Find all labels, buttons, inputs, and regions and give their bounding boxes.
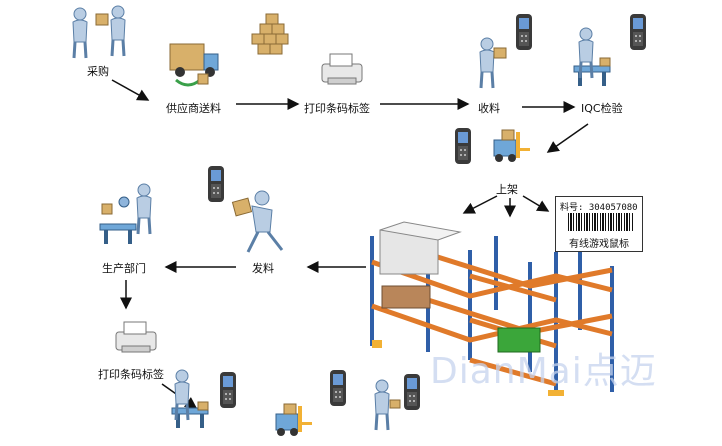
- node-label-supplier-delivery: 供应商送料: [166, 102, 221, 115]
- label-printer-icon: [321, 53, 363, 85]
- node-label-print-barcode-1: 打印条码标签: [304, 102, 370, 115]
- node-label-receiving: 收料: [478, 102, 500, 115]
- production-worker-icon: [99, 182, 153, 245]
- barcode-material-number: 料号: 304057080: [560, 203, 638, 213]
- iqc-inspector-icon: [573, 26, 611, 87]
- assembly-worker-icon: [171, 368, 209, 429]
- issuing-worker-icon: [231, 190, 284, 253]
- forklift-icon: [275, 403, 313, 437]
- scanner-icon: [220, 372, 236, 408]
- arrow-shelving-right: [522, 195, 550, 212]
- label-printer-icon: [115, 321, 157, 353]
- barcode-bars: [568, 213, 634, 231]
- inspector-worker-icon: [373, 378, 401, 432]
- scanner-icon: [404, 374, 420, 410]
- delivery-truck-icon: [169, 43, 219, 87]
- arrow-shelving-left: [462, 195, 498, 214]
- scanner-icon: [330, 370, 346, 406]
- arrow-iqc-shelving: [546, 123, 589, 153]
- watermark: DianMai点迈: [430, 351, 657, 392]
- node-label-iqc: IQC检验: [581, 102, 623, 115]
- stacked-boxes-icon: [251, 13, 289, 55]
- barcode-product-name: 有线游戏鼠标: [569, 239, 629, 250]
- scanner-icon: [630, 14, 646, 50]
- node-label-print-barcode-2: 打印条码标签: [98, 368, 164, 381]
- scanner-icon: [208, 166, 224, 202]
- receiving-worker-icon: [478, 36, 507, 90]
- warehouse-rack-illustration: [370, 221, 614, 396]
- barcode-label-tag: 料号: 304057080 有线游戏鼠标: [555, 196, 643, 252]
- node-label-production: 生产部门: [102, 262, 146, 275]
- scanner-icon: [455, 128, 471, 164]
- arrow-purchase-supplier: [111, 79, 150, 101]
- scanner-icon: [516, 14, 532, 50]
- node-label-shelving: 上架: [496, 183, 518, 196]
- forklift-icon: [493, 129, 531, 163]
- purchase-people-icon: [71, 4, 127, 60]
- node-label-issuing: 发料: [252, 262, 274, 275]
- node-label-purchase: 采购: [87, 65, 109, 78]
